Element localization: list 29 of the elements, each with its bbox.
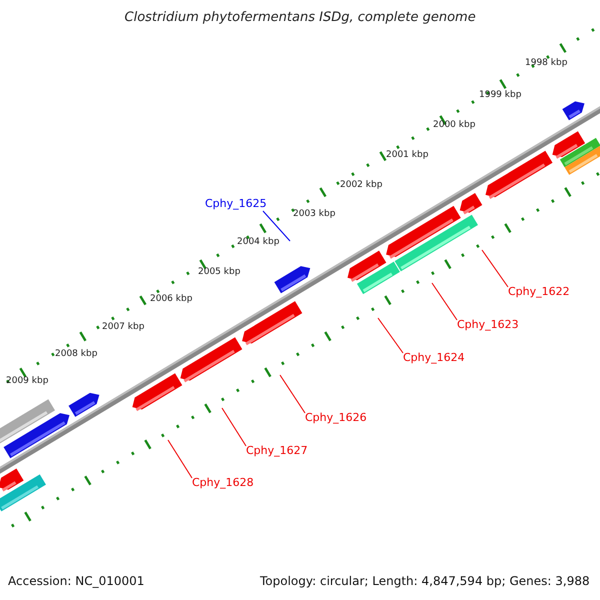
leader-line bbox=[222, 408, 246, 446]
tick-label: 2004 kbp bbox=[237, 237, 280, 247]
tick-label: 2008 kbp bbox=[55, 349, 98, 359]
gene-label: Cphy_1626 bbox=[305, 411, 367, 424]
tick-label: 2003 kbp bbox=[293, 209, 336, 219]
title: Clostridium phytofermentans ISDg, complete genome bbox=[124, 10, 476, 25]
leader-line bbox=[482, 250, 508, 288]
leader-line bbox=[280, 374, 306, 414]
tick-label: 1999 kbp bbox=[479, 90, 522, 100]
accession-text: Accession: NC_010001 bbox=[8, 574, 144, 588]
tick-label: 2005 kbp bbox=[198, 267, 240, 277]
gene-label: Cphy_1622 bbox=[508, 285, 570, 298]
leader-line bbox=[432, 282, 458, 320]
tick-label: 2002 kbp bbox=[340, 180, 382, 190]
tick-label: 2007 kbp bbox=[102, 322, 144, 332]
tick-label: 2006 kbp bbox=[150, 294, 192, 304]
gene-label: Cphy_1624 bbox=[403, 351, 465, 364]
gene-label: Cphy_1628 bbox=[192, 476, 254, 489]
leader-line bbox=[168, 440, 192, 478]
leader-line bbox=[378, 318, 404, 354]
leader-line bbox=[262, 210, 290, 242]
tick-label: 2001 kbp bbox=[386, 150, 428, 160]
tick-label: 1998 kbp bbox=[525, 58, 568, 68]
tick-label: 2000 kbp bbox=[433, 120, 476, 130]
genome-info-text: Topology: circular; Length: 4,847,594 bp; Genes: 3,988 bbox=[260, 574, 590, 588]
gene-label: Cphy_1625 bbox=[205, 197, 267, 210]
tick-label: 2009 kbp bbox=[6, 376, 48, 386]
gene-label: Cphy_1623 bbox=[457, 318, 519, 331]
gene-label: Cphy_1627 bbox=[246, 444, 308, 457]
